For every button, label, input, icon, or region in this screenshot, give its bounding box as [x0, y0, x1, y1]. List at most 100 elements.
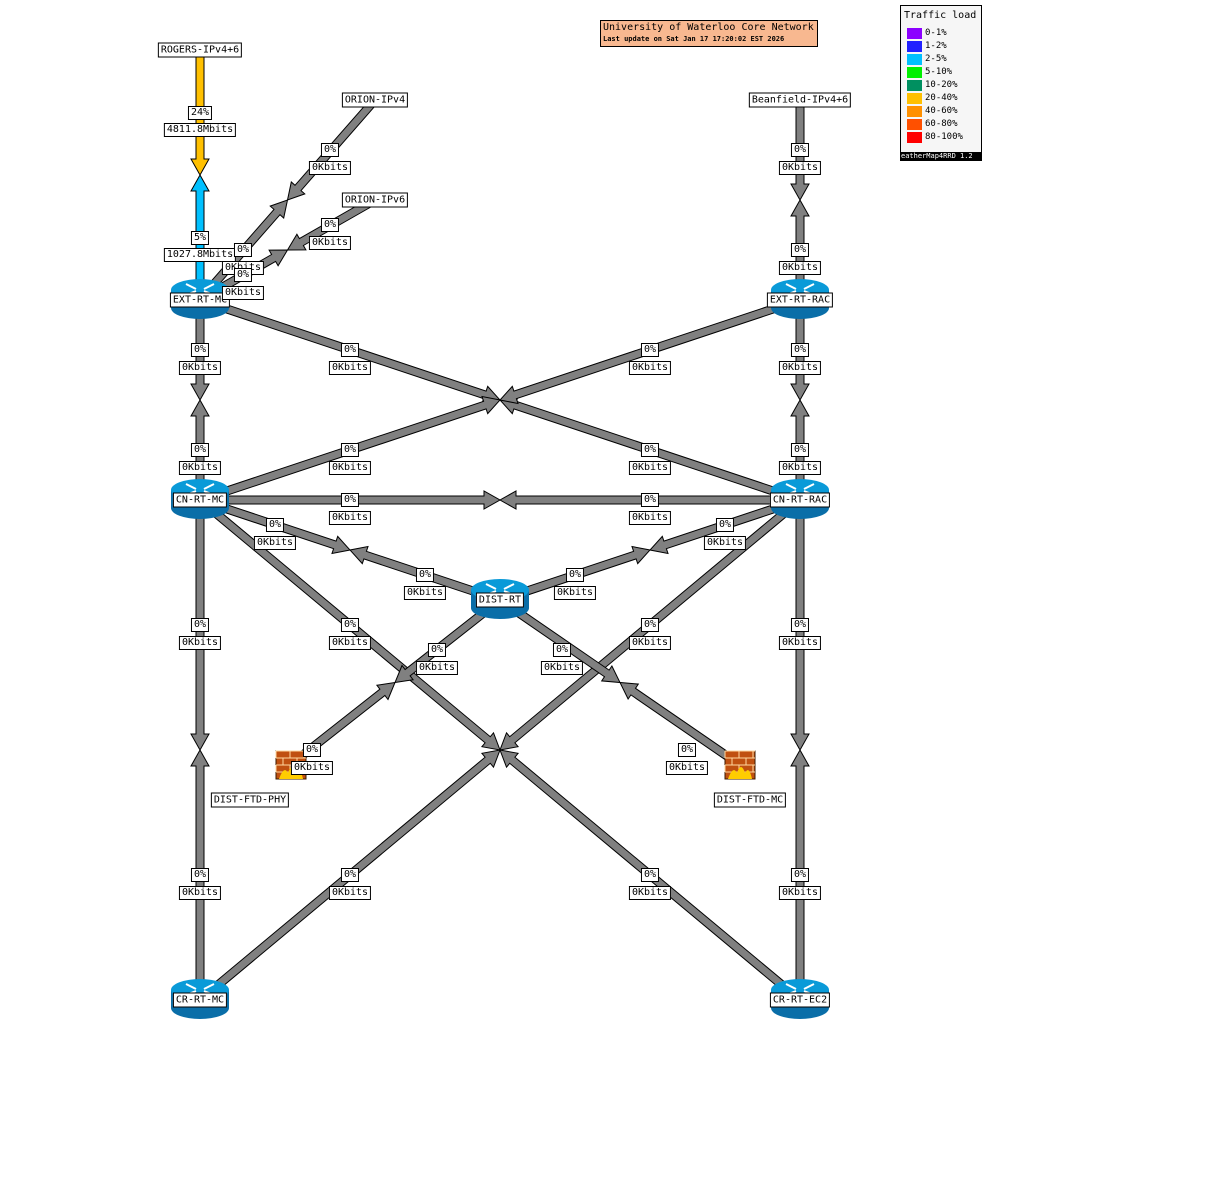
traffic-legend: Traffic load 0-1% 1-2% 2-5% 5-10% 10-20%…	[900, 5, 982, 161]
legend-label: 40-60%	[925, 106, 958, 116]
node-label-cn-mc: CN-RT-MC	[172, 492, 228, 508]
link-percent-label: 0%	[790, 243, 810, 257]
link-percent-label: 0%	[320, 218, 340, 232]
legend-swatch	[907, 66, 922, 78]
legend-label: 10-20%	[925, 80, 958, 90]
link-rate-label: 0Kbits	[778, 886, 822, 900]
node-label-cr-ec2: CR-RT-EC2	[769, 992, 831, 1008]
firewall-icon	[724, 750, 756, 780]
legend-title: Traffic load	[904, 10, 977, 21]
node-label-cn-rac: CN-RT-RAC	[769, 492, 831, 508]
node-label-orion6: ORION-IPv6	[341, 192, 409, 208]
legend-swatch	[907, 118, 922, 130]
link-rate-label: 0Kbits	[778, 636, 822, 650]
link-percent-label: 0%	[340, 618, 360, 632]
node-label-ftd-mc: DIST-FTD-MC	[713, 792, 787, 808]
legend-label: 80-100%	[925, 132, 963, 142]
link-rate-label: 0Kbits	[778, 461, 822, 475]
legend-item: 5-10%	[907, 66, 952, 78]
node-label-ext-mc: EXT-RT-MC	[169, 292, 231, 308]
legend-label: 0-1%	[925, 28, 947, 38]
link-rate-label: 0Kbits	[178, 461, 222, 475]
link-rate-label: 0Kbits	[328, 886, 372, 900]
link-percent-label: 0%	[790, 618, 810, 632]
link-rate-label: 0Kbits	[628, 361, 672, 375]
legend-swatch	[907, 92, 922, 104]
link-percent-label: 0%	[320, 143, 340, 157]
link-rate-label: 0Kbits	[778, 161, 822, 175]
link-percent-label: 0%	[715, 518, 735, 532]
link-rate-label: 0Kbits	[628, 636, 672, 650]
link-percent-label: 0%	[265, 518, 285, 532]
link-percent-label: 0%	[427, 643, 447, 657]
link-percent-label: 0%	[233, 243, 253, 257]
link-rate-label: 0Kbits	[778, 361, 822, 375]
link-rate-label: 0Kbits	[665, 761, 709, 775]
link-rate-label: 0Kbits	[178, 886, 222, 900]
link-percent-label: 0%	[340, 343, 360, 357]
node-label-ext-rac: EXT-RT-RAC	[766, 292, 834, 308]
link-percent-label: 0%	[233, 268, 253, 282]
link-rate-label: 0Kbits	[178, 361, 222, 375]
legend-swatch	[907, 40, 922, 52]
link-rate-label: 0Kbits	[308, 236, 352, 250]
link-percent-label: 0%	[640, 443, 660, 457]
link-percent-label: 0%	[190, 343, 210, 357]
link-rate-label: 0Kbits	[703, 536, 747, 550]
link-percent-label: 5%	[190, 231, 210, 245]
legend-item: 60-80%	[907, 118, 958, 130]
node-label-orion4: ORION-IPv4	[341, 92, 409, 108]
legend-item: 20-40%	[907, 92, 958, 104]
link-percent-label: 24%	[187, 106, 213, 120]
link-rate-label: 0Kbits	[253, 536, 297, 550]
link-percent-label: 0%	[790, 868, 810, 882]
legend-swatch	[907, 105, 922, 117]
legend-footer: eatherMap4RRD 1.2	[901, 152, 981, 160]
link-percent-label: 0%	[340, 493, 360, 507]
map-title: University of Waterloo Core Network !	[603, 22, 818, 33]
legend-swatch	[907, 53, 922, 65]
legend-swatch	[907, 131, 922, 143]
last-update: Last update on Sat Jan 17 17:20:02 EST 2…	[603, 35, 785, 43]
legend-item: 1-2%	[907, 40, 947, 52]
link-percent-label: 0%	[677, 743, 697, 757]
link-rate-label: 0Kbits	[221, 286, 265, 300]
link-percent-label: 0%	[565, 568, 585, 582]
node-label-cr-mc: CR-RT-MC	[172, 992, 228, 1008]
link-rate-label: 0Kbits	[628, 511, 672, 525]
node-label-rogers: ROGERS-IPv4+6	[157, 42, 243, 58]
link-percent-label: 0%	[790, 443, 810, 457]
link-percent-label: 0%	[640, 493, 660, 507]
node-label-ftd-phy: DIST-FTD-PHY	[210, 792, 290, 808]
link-arrow-dist-ftd-mc-b	[619, 681, 743, 769]
link-rate-label: 0Kbits	[328, 511, 372, 525]
legend-label: 1-2%	[925, 41, 947, 51]
legend-item: 2-5%	[907, 53, 947, 65]
link-percent-label: 0%	[552, 643, 572, 657]
link-percent-label: 0%	[790, 143, 810, 157]
devices-layer	[171, 279, 829, 1019]
link-percent-label: 0%	[640, 618, 660, 632]
node-label-beanfield: Beanfield-IPv4+6	[748, 92, 852, 108]
link-rate-label: 0Kbits	[328, 461, 372, 475]
legend-label: 2-5%	[925, 54, 947, 64]
legend-item: 40-60%	[907, 105, 958, 117]
legend-item: 80-100%	[907, 131, 963, 143]
link-rate-label: 4811.8Mbits	[163, 123, 237, 137]
link-rate-label: 0Kbits	[403, 586, 447, 600]
link-percent-label: 0%	[340, 443, 360, 457]
link-percent-label: 0%	[640, 868, 660, 882]
link-percent-label: 0%	[340, 868, 360, 882]
link-rate-label: 0Kbits	[328, 636, 372, 650]
link-rate-label: 0Kbits	[290, 761, 334, 775]
legend-swatch	[907, 79, 922, 91]
link-percent-label: 0%	[190, 618, 210, 632]
link-rate-label: 0Kbits	[540, 661, 584, 675]
link-percent-label: 0%	[790, 343, 810, 357]
link-percent-label: 0%	[302, 743, 322, 757]
link-rate-label: 0Kbits	[628, 886, 672, 900]
map-title-box: University of Waterloo Core Network ! La…	[600, 20, 818, 47]
link-percent-label: 0%	[415, 568, 435, 582]
node-label-dist: DIST-RT	[475, 592, 525, 608]
